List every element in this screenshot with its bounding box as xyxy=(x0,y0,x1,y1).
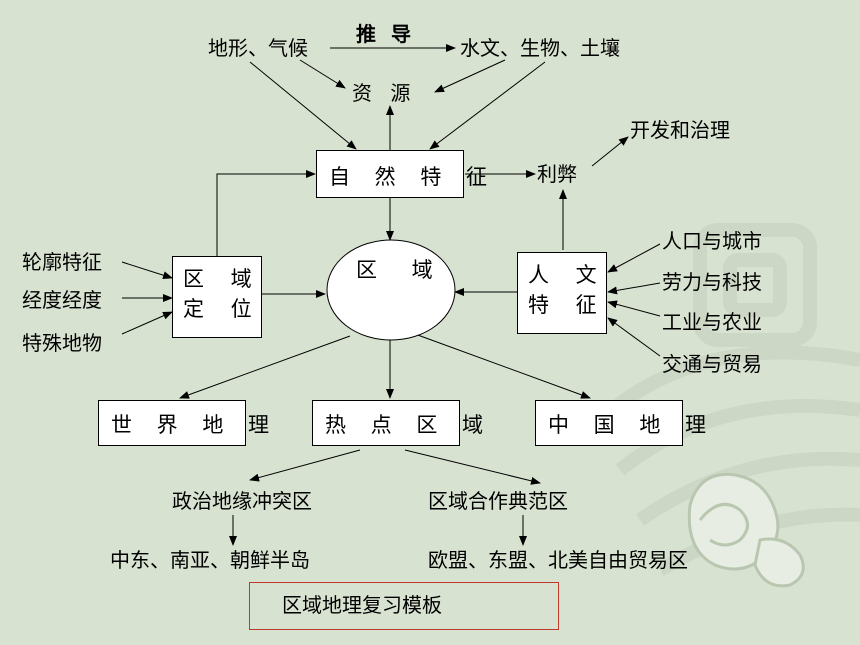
region-label: 区 域 xyxy=(356,258,447,282)
china-geography-label: 中 国 地 理 xyxy=(548,413,716,437)
longitude-label: 经度经度 xyxy=(22,288,102,312)
transport-trade-label: 交通与贸易 xyxy=(662,352,762,376)
region-ellipse xyxy=(326,239,456,341)
region-positioning-line2: 定 位 xyxy=(183,297,262,321)
cooperation-examples-label: 欧盟、东盟、北美自由贸易区 xyxy=(428,548,688,572)
natural-features-box: 自 然 特 征 xyxy=(316,150,487,198)
population-city-label: 人口与城市 xyxy=(662,229,762,253)
conflict-examples-label: 中东、南亚、朝鲜半岛 xyxy=(110,548,310,572)
human-features-box: 人 文 特 征 xyxy=(517,252,607,334)
industry-agri-label: 工业与农业 xyxy=(662,310,762,334)
natural-features-label: 自 然 特 征 xyxy=(329,165,497,189)
landform-climate-label: 地形、气候 xyxy=(208,36,308,60)
world-geography-box: 世 界 地 理 xyxy=(98,400,269,446)
develop-manage-label: 开发和治理 xyxy=(630,118,730,142)
labor-tech-label: 劳力与科技 xyxy=(662,270,762,294)
hydro-bio-soil-label: 水文、生物、土壤 xyxy=(460,36,620,60)
human-features-line2: 特 征 xyxy=(528,293,607,317)
region-positioning-line1: 区 域 xyxy=(183,267,262,291)
human-features-line1: 人 文 xyxy=(528,263,607,287)
pros-cons-label: 利弊 xyxy=(537,162,577,186)
regional-cooperation-label: 区域合作典范区 xyxy=(428,489,568,513)
hotspot-regions-label: 热 点 区 域 xyxy=(325,413,493,437)
jade-dragon-ornament xyxy=(687,472,805,588)
outline-features-label: 轮廓特征 xyxy=(22,250,102,274)
footer-title: 区域地理复习模板 xyxy=(282,593,442,617)
special-features-label: 特殊地物 xyxy=(22,331,102,355)
derive-label: 推 导 xyxy=(356,22,415,46)
geopolitical-conflict-label: 政治地缘冲突区 xyxy=(172,489,312,513)
world-geography-label: 世 界 地 理 xyxy=(111,413,279,437)
hotspot-regions-box: 热 点 区 域 xyxy=(312,400,483,446)
region-positioning-box: 区 域 定 位 xyxy=(172,256,262,338)
footer-title-box: 区域地理复习模板 xyxy=(249,582,559,630)
china-geography-box: 中 国 地 理 xyxy=(535,400,706,446)
resources-label: 资 源 xyxy=(352,81,417,105)
